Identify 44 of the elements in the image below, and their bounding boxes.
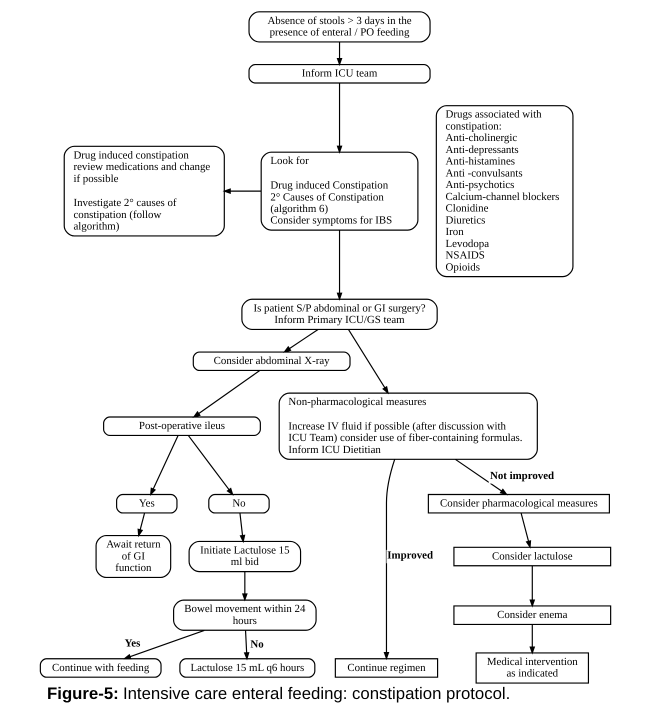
arrow	[348, 329, 388, 394]
arrow	[454, 458, 508, 496]
node-box: Bowel movement within 24 hours	[172, 600, 316, 631]
arrow	[238, 512, 245, 544]
arrow	[336, 83, 342, 154]
arrow	[241, 572, 248, 602]
node-box: Inform ICU team	[248, 64, 430, 84]
node-box: Initiate Lactulose 15 ml bid	[188, 540, 301, 572]
node-box: Look for Drug induced Constipation 2° Causes of Constipation (algorithm 6) Consider symptoms for IBS	[260, 152, 418, 231]
node-box: Consider abdominal X-ray	[192, 351, 350, 372]
node-box: Consider enema	[452, 605, 611, 625]
node-box: Post-operative ileus	[102, 416, 260, 436]
node-box: Medical intervention as indicated	[475, 652, 589, 684]
node-box: Await return of GI function	[95, 534, 171, 578]
arrow	[520, 512, 531, 549]
arrow	[149, 435, 178, 496]
node-box: Non-pharmacological measures Increase IV fluid if possible (after discussion with ICU Team) consider use of fiber-containing formulas. Inform ICU Dietitian	[278, 392, 538, 460]
arrow	[383, 459, 395, 660]
node-box: Drug induced constipation review medications and change if possible Investigate 2° causes of constipation (follow algorithm)	[63, 146, 224, 237]
node-box: Yes	[116, 494, 178, 514]
node-box: Consider pharmacological measures	[427, 494, 610, 514]
arrow	[528, 624, 535, 655]
edge-label: Improved	[386, 550, 433, 562]
node-box: Is patient S/P abdominal or GI surgery? Inform Primary ICU/GS team	[240, 298, 438, 330]
edge-label: Yes	[124, 637, 140, 650]
node-box: Absence of stools > 3 days in the presence of enteral / PO feeding	[248, 11, 430, 43]
edge-label: No	[250, 638, 264, 650]
arrow	[243, 630, 249, 660]
node-box: Drugs associated with constipation: Anti-cholinergic Anti-depressants Anti-histamines Anti -convulsants Anti-psychotics Calcium-channel blockers Clonidine Diuretics Iron Levodopa NSAIDS Opioids	[435, 105, 574, 278]
arrow	[192, 370, 260, 418]
arrow	[528, 566, 535, 608]
arrow	[282, 329, 318, 353]
caption: Figure-5: Intensive care enteral feeding: constipation protocol.	[46, 684, 510, 703]
arrow	[187, 435, 234, 496]
arrow	[137, 512, 145, 538]
edge-label: Not improved	[489, 470, 554, 482]
node-box: Consider lactulose	[452, 546, 611, 566]
arrow	[336, 42, 342, 66]
arrow	[336, 230, 342, 301]
arrow	[222, 188, 261, 194]
node-box: Continue regimen	[334, 658, 438, 678]
node-box: No	[208, 494, 270, 514]
node-box: Continue with feeding	[39, 658, 162, 678]
node-box: Lactulose 15 mL q6 hours	[178, 658, 315, 678]
